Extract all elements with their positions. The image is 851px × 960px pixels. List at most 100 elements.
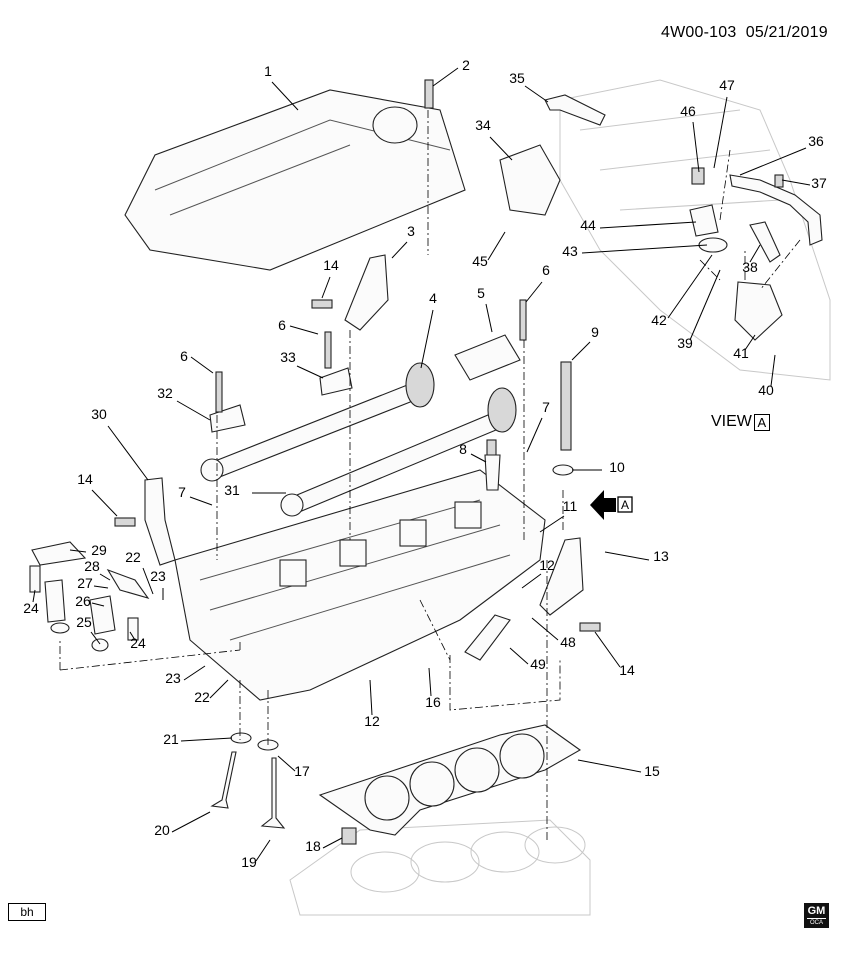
- leader-line-45: [487, 231, 506, 261]
- callout-7: 7: [542, 399, 550, 415]
- leader-line-19: [255, 839, 271, 862]
- leader-line-42: [667, 254, 713, 319]
- leader-line-6: [525, 281, 543, 303]
- illustrator-badge: bh: [8, 903, 46, 921]
- callout-4: 4: [429, 290, 437, 306]
- leader-line-38: [749, 244, 761, 263]
- callout-27: 27: [77, 575, 93, 591]
- lift-bracket: [539, 537, 584, 616]
- leader-line-23: [183, 665, 206, 681]
- leader-line-3: [391, 241, 408, 259]
- leader-line-12: [369, 679, 373, 716]
- leader-line-6: [289, 325, 319, 335]
- leader-line-24: [32, 589, 36, 603]
- valve-train-parts: [29, 541, 150, 652]
- valves: [210, 732, 357, 845]
- callout-16: 16: [425, 694, 441, 710]
- callout-22: 22: [194, 689, 210, 705]
- leader-line-21: [180, 737, 233, 742]
- leader-line-48: [531, 617, 559, 641]
- callout-17: 17: [294, 763, 310, 779]
- head-gasket: [318, 724, 582, 836]
- callout-2: 2: [462, 57, 470, 73]
- callout-41: 41: [733, 345, 749, 361]
- leader-line-9: [571, 341, 591, 361]
- callout-14: 14: [619, 662, 635, 678]
- callout-26: 26: [75, 593, 91, 609]
- callout-46: 46: [680, 103, 696, 119]
- spark-plug: [484, 454, 501, 491]
- camshafts: [200, 362, 517, 517]
- diagram-id: 4W00-103: [661, 24, 737, 41]
- callout-48: 48: [560, 634, 576, 650]
- cylinder-head: [174, 469, 546, 701]
- leader-line-36: [739, 147, 807, 176]
- leader-line-34: [489, 136, 513, 161]
- engine-block: [289, 819, 591, 916]
- callout-38: 38: [742, 259, 758, 275]
- callout-11: 11: [563, 498, 578, 514]
- leader-line-25: [90, 631, 101, 645]
- gm-logo-bottom: OCA: [809, 920, 823, 926]
- bearing-cap-front: [454, 334, 521, 381]
- callout-24: 24: [130, 635, 146, 651]
- view-arrow-letter: A: [621, 498, 629, 512]
- callout-49: 49: [530, 656, 546, 672]
- callout-37: 37: [811, 175, 827, 191]
- callout-44: 44: [580, 217, 596, 233]
- callout-9: 9: [591, 324, 599, 340]
- callout-12: 12: [364, 713, 380, 729]
- callout-32: 32: [157, 385, 173, 401]
- bearing-cap: [319, 367, 353, 396]
- leader-line-14: [594, 631, 621, 668]
- leader-line-4: [420, 309, 434, 369]
- callout-5: 5: [477, 285, 485, 301]
- callout-14: 14: [323, 257, 339, 273]
- leader-line-11: [539, 515, 565, 533]
- callout-14: 14: [77, 471, 93, 487]
- leader-line-2: [432, 67, 459, 87]
- callout-12: 12: [539, 557, 555, 573]
- diagram-header: 4W00-103 05/21/2019: [661, 24, 828, 42]
- callout-42: 42: [651, 312, 667, 328]
- gm-logo-top: GM: [807, 905, 826, 919]
- callout-43: 43: [562, 243, 578, 259]
- callout-33: 33: [280, 349, 296, 365]
- callout-19: 19: [241, 854, 257, 870]
- leader-line-46: [692, 121, 700, 173]
- leader-line-15: [577, 759, 642, 773]
- callout-15: 15: [644, 763, 660, 779]
- lift-bracket: [144, 477, 176, 566]
- callout-39: 39: [677, 335, 693, 351]
- leader-line-12: [521, 573, 542, 589]
- leader-line-27: [93, 585, 109, 589]
- callout-22: 22: [125, 549, 141, 565]
- callout-21: 21: [163, 731, 179, 747]
- callout-29: 29: [91, 542, 107, 558]
- callout-7: 7: [178, 484, 186, 500]
- callout-34: 34: [475, 117, 491, 133]
- callout-31: 31: [224, 482, 240, 498]
- callout-47: 47: [719, 77, 735, 93]
- callout-40: 40: [758, 382, 774, 398]
- leader-line-17: [277, 755, 296, 772]
- leader-lines: [32, 67, 811, 862]
- callout-25: 25: [76, 614, 92, 630]
- callout-6: 6: [278, 317, 286, 333]
- callout-18: 18: [305, 838, 321, 854]
- leader-line-44: [599, 221, 697, 229]
- view-arrow: A: [590, 490, 633, 520]
- leader-line-47: [713, 96, 728, 169]
- fuel-injector: [464, 614, 511, 661]
- leader-line-40: [770, 354, 776, 387]
- leader-line-20: [171, 811, 211, 833]
- leader-line-43: [581, 244, 708, 254]
- leader-line-14: [91, 489, 118, 517]
- view-label: VIEW A: [711, 413, 770, 431]
- view-label-text: VIEW: [711, 413, 752, 430]
- leader-line-35: [524, 85, 549, 103]
- leader-line-6: [190, 356, 214, 374]
- leader-line-49: [509, 647, 529, 665]
- leader-line-29: [69, 549, 87, 553]
